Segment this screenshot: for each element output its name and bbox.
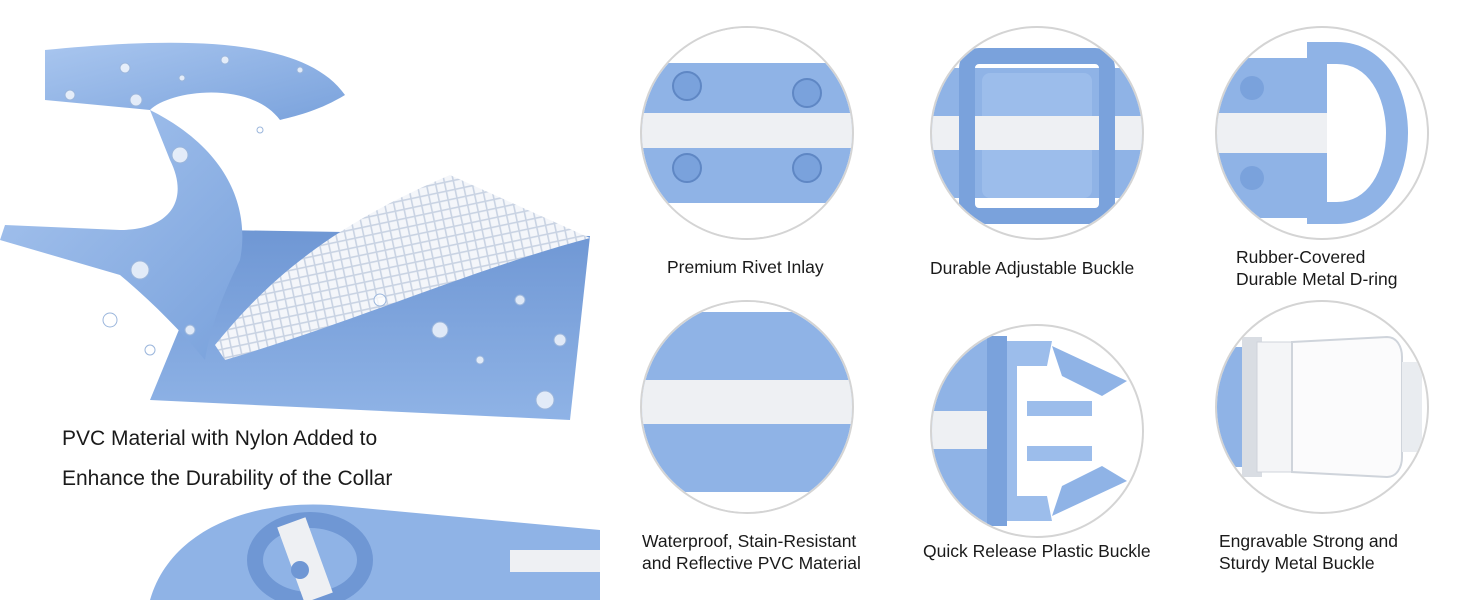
caption-rivet: Premium Rivet Inlay bbox=[667, 257, 824, 277]
caption-plastic-buckle: Quick Release Plastic Buckle bbox=[923, 541, 1151, 561]
feature-circle-metal-buckle bbox=[1215, 300, 1429, 514]
adjustable-buckle-icon bbox=[932, 48, 1142, 224]
caption-metal-buckle: Engravable Strong and Sturdy Metal Buckl… bbox=[1219, 531, 1399, 573]
headline-line-1: PVC Material with Nylon Added to bbox=[62, 427, 378, 450]
material-layers-illustration bbox=[0, 0, 620, 420]
rivet-icon bbox=[642, 28, 852, 238]
d-ring-icon bbox=[1217, 42, 1408, 224]
feature-circle-adjustable-buckle bbox=[930, 26, 1144, 240]
caption-adjustable-buckle: Durable Adjustable Buckle bbox=[930, 258, 1135, 278]
feature-circle-reflective bbox=[640, 300, 854, 514]
collar-closeup-image bbox=[130, 490, 600, 600]
caption-d-ring: Rubber-Covered Durable Metal D-ring bbox=[1236, 247, 1398, 289]
headline-line-2: Enhance the Durability of the Collar bbox=[62, 467, 393, 490]
metal-buckle-icon bbox=[1217, 335, 1422, 479]
material-layers-graphic bbox=[0, 42, 590, 420]
plastic-buckle-icon bbox=[932, 336, 1127, 526]
feature-circle-rivet bbox=[640, 26, 854, 240]
reflective-strip-icon bbox=[642, 302, 852, 512]
caption-reflective: Waterproof, Stain-Resistant and Reflecti… bbox=[642, 531, 861, 573]
feature-circle-plastic-buckle bbox=[930, 324, 1144, 538]
feature-circle-d-ring bbox=[1215, 26, 1429, 240]
